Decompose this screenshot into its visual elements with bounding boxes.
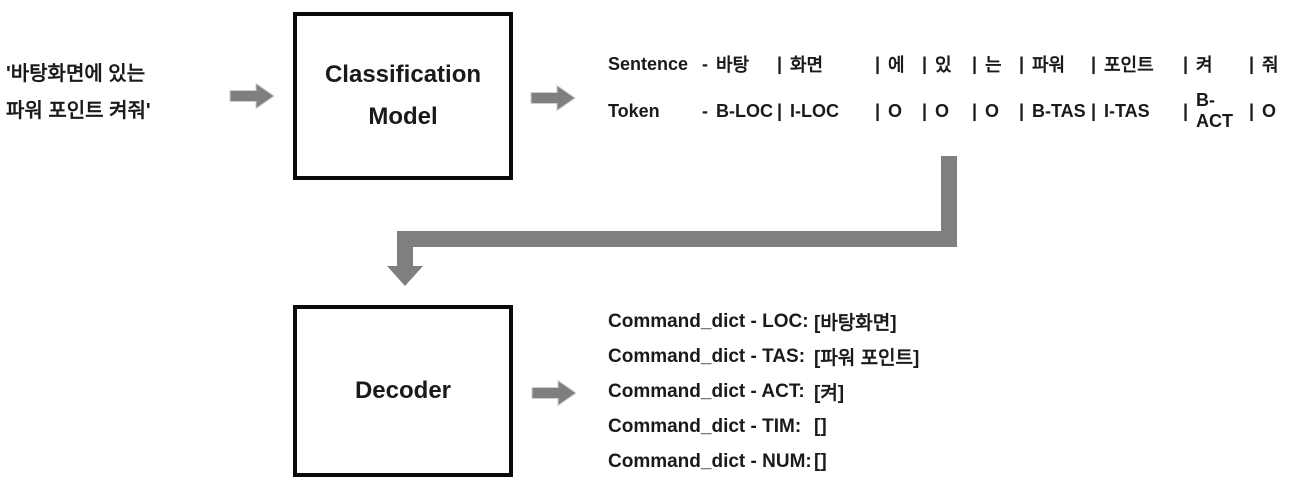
pipe-separator: | xyxy=(776,53,782,74)
command-dict-label: Command_dict - LOC: xyxy=(608,310,809,332)
dash-separator: - xyxy=(702,53,708,74)
pipe-separator: | xyxy=(1248,100,1254,121)
input-utterance-line-2: 파워 포인트 켜줘' xyxy=(6,100,151,122)
classification-box-line-2: Model xyxy=(368,103,438,130)
token-cell: O| xyxy=(888,98,935,124)
token-cell: B-ACT | xyxy=(1196,90,1262,131)
command-dict-row: Command_dict - TAS: [파워 포인트] xyxy=(608,339,1028,374)
pipe-separator: | xyxy=(874,100,880,121)
command-dict-value: [] xyxy=(814,450,827,472)
input-utterance: '바탕화면에 있는 파워 포인트 켜줘' xyxy=(6,56,221,130)
pipe-separator: | xyxy=(921,53,927,74)
sentence-text: 켜 xyxy=(1196,55,1213,75)
sentence-cell: 켜| xyxy=(1196,51,1262,77)
command-dict-label: Command_dict - NUM: xyxy=(608,450,812,472)
pipe-separator: | xyxy=(1248,53,1254,74)
sentence-text: 에 xyxy=(888,55,905,75)
command-dict-value: [바탕화면] xyxy=(814,313,897,334)
command-dict-row: Command_dict - NUM:[] xyxy=(608,444,1028,479)
pipe-separator: | xyxy=(1182,53,1188,74)
token-text: I-LOC xyxy=(790,100,839,121)
pipe-separator: | xyxy=(921,100,927,121)
sentence-text: 있 xyxy=(935,55,952,75)
sentence-cell: 줘 xyxy=(1262,51,1306,77)
pipe-separator: | xyxy=(1018,53,1024,74)
token-cell: O xyxy=(1262,98,1306,124)
pipe-separator: | xyxy=(1090,53,1096,74)
token-text: O xyxy=(888,100,903,121)
token-text: B-ACT xyxy=(1196,90,1233,131)
pipe-separator: | xyxy=(971,100,977,121)
sentence-text: 줘 xyxy=(1262,55,1279,75)
sentence-text: 포인트 xyxy=(1104,55,1154,75)
token-text: B-TAS xyxy=(1032,100,1086,121)
command-dict-value: [켜] xyxy=(814,383,845,404)
decoder-box: Decoder xyxy=(293,305,513,477)
input-utterance-line-1: '바탕화면에 있는 xyxy=(6,63,146,85)
sentence-cell: 파워 | xyxy=(1032,51,1104,77)
pipe-separator: | xyxy=(971,53,977,74)
token-text: O xyxy=(935,100,950,121)
sentence-cell: -바탕 | xyxy=(702,51,790,77)
sentence-text: 바탕 xyxy=(716,55,750,75)
pipe-separator: | xyxy=(1090,100,1096,121)
pipe-separator: | xyxy=(1182,100,1188,121)
command-dict-row: Command_dict - TIM: [] xyxy=(608,409,1028,444)
sentence-text: 파워 xyxy=(1032,55,1066,75)
decoder-box-label: Decoder xyxy=(354,377,452,404)
pipe-separator: | xyxy=(874,53,880,74)
token-text: O xyxy=(1262,100,1277,121)
token-row-label: Token xyxy=(608,100,660,121)
sentence-cell: 있| xyxy=(935,51,985,77)
dash-separator: - xyxy=(702,100,708,121)
sentence-cell: 포인트 | xyxy=(1104,51,1196,77)
sentence-cell: 화면 | xyxy=(790,51,888,77)
command-dict-row: Command_dict - LOC:[바탕화면] xyxy=(608,304,1028,339)
command-dict-value: [] xyxy=(814,415,827,437)
command-dict-value: [파워 포인트] xyxy=(814,348,920,369)
command-dict-label: Command_dict - ACT: xyxy=(608,380,805,402)
token-cell: O| xyxy=(985,98,1032,124)
token-cell: I-LOC | xyxy=(790,98,888,124)
classification-box-line-1: Classification xyxy=(324,61,482,88)
right-arrow-icon xyxy=(531,379,577,407)
token-text: O xyxy=(985,100,1000,121)
sentence-cell: 에| xyxy=(888,51,935,77)
classification-model-box: Classification Model xyxy=(293,12,513,180)
token-text: I-TAS xyxy=(1104,100,1150,121)
token-cell: I-TAS | xyxy=(1104,98,1196,124)
token-cell: O| xyxy=(935,98,985,124)
command-dict-list: Command_dict - LOC:[바탕화면]Command_dict - … xyxy=(608,304,1028,479)
sentence-text: 화면 xyxy=(790,55,824,75)
command-dict-label: Command_dict - TIM: xyxy=(608,415,802,437)
command-dict-row: Command_dict - ACT: [켜] xyxy=(608,374,1028,409)
right-arrow-icon xyxy=(229,82,275,110)
token-cell: B-TAS| xyxy=(1032,98,1104,124)
elbow-down-arrow-icon xyxy=(387,156,957,286)
right-arrow-icon xyxy=(530,84,576,112)
sentence-cell: 는| xyxy=(985,51,1032,77)
sentence-text: 는 xyxy=(985,55,1002,75)
token-cell: -B-LOC| xyxy=(702,98,790,124)
sentence-row-label: Sentence xyxy=(608,53,689,74)
pipe-separator: | xyxy=(1018,100,1024,121)
command-dict-label: Command_dict - TAS: xyxy=(608,345,806,367)
token-text: B-LOC xyxy=(716,100,773,121)
pipe-separator: | xyxy=(776,100,782,121)
